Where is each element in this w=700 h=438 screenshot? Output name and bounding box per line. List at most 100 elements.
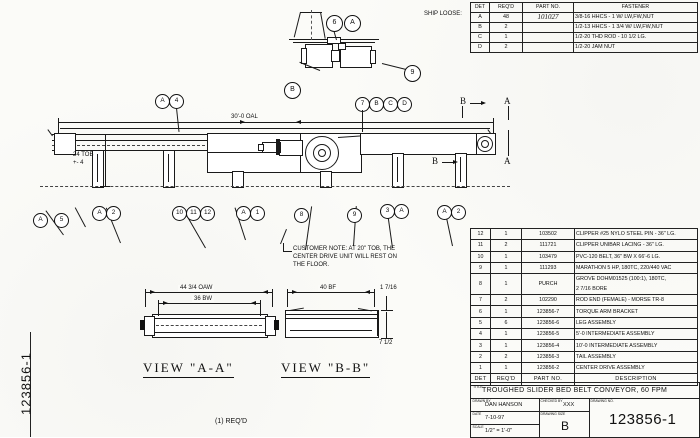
bom-desc-line1: GROVE DOHM01525 (100:1), 180TC, <box>576 276 667 283</box>
gearbox-output <box>331 50 340 62</box>
balloon-row-A4[interactable]: A <box>394 204 409 219</box>
checked-by-value: XXX <box>563 401 575 408</box>
oaw-ext-right <box>272 289 273 307</box>
section-a-line-top <box>508 106 509 120</box>
bf-dim-line <box>287 292 374 293</box>
bb-h1-text: 1 7/16 <box>380 285 397 291</box>
section-mark-b-top: B <box>460 96 467 106</box>
balloon-row-8[interactable]: 8 <box>294 208 309 223</box>
title-block-col-2: CHECKED BY XXX DRAWING SIZE B <box>539 398 590 437</box>
view-aa-shaft-left <box>140 320 145 330</box>
bom-part: 102290 <box>521 294 575 307</box>
balloon-C[interactable]: C <box>383 97 398 112</box>
section-mark-a-bottom: A <box>504 156 511 166</box>
oal-ext-right <box>493 118 494 138</box>
customer-note-line3: THE FLOOR. <box>293 262 330 268</box>
oal-dim-line <box>58 122 493 123</box>
bb-h2-text: 7 1/2 <box>379 340 393 346</box>
balloon-row-A1[interactable]: A <box>33 213 48 228</box>
fastener-row: C 1 1/2-20 THD ROD - 10 1/2 LG. <box>470 32 698 43</box>
bb-h1-tick <box>381 310 393 311</box>
leg-6 <box>455 153 467 188</box>
floor-line <box>40 186 510 187</box>
gearbox-body <box>305 44 333 68</box>
balloon-row-2[interactable]: 2 <box>106 206 121 221</box>
drawn-by-cell: DRAWN BY DAN HANSON <box>471 398 539 412</box>
bom-det: 7 <box>470 294 491 307</box>
balloon-row-11[interactable]: 11 <box>186 206 201 221</box>
bom-part: 103479 <box>521 250 575 263</box>
section-b-line-top <box>462 106 463 118</box>
oal-arrow-left <box>296 119 301 124</box>
balloon-row-A3[interactable]: A <box>236 206 251 221</box>
balloon-top-9[interactable]: 9 <box>404 65 421 82</box>
fastener-row: B 2 1/2-13 HHCS - 1 3/4 W/ LW,FW,NUT <box>470 22 698 33</box>
balloon-A4-a[interactable]: A <box>155 94 170 109</box>
bom-row: 3 1 123856-4 10'-0 INTERMEDIATE ASSEMBLY <box>470 339 698 352</box>
fastener-header-row: DET REQ'D PART NO. FASTENER <box>470 2 698 13</box>
balloon-B2[interactable]: B <box>369 97 384 112</box>
fastener-req: 2 <box>489 22 523 33</box>
bom-det: 6 <box>470 305 491 318</box>
fastener-part <box>522 32 574 43</box>
balloon-row-9[interactable]: 9 <box>347 208 362 223</box>
view-aa-bearing-left <box>144 316 155 336</box>
fastener-header-req: REQ'D <box>489 2 523 13</box>
bom-det: 1 <box>470 361 491 375</box>
fastener-det: D <box>470 42 490 53</box>
balloon-row-A2[interactable]: A <box>92 206 107 221</box>
bill-of-materials-table: 12 1 103502 CLIPPER #25 NYLO STEEL PIN -… <box>470 227 698 386</box>
balloon-row-2b[interactable]: 2 <box>451 205 466 220</box>
leg-6-center <box>460 157 461 182</box>
bom-part: 123856-6 <box>521 316 575 330</box>
title-block-col-1: DRAWN BY DAN HANSON DATE 7-10-97 SCALE 1… <box>471 398 540 437</box>
balloon-top-A[interactable]: A <box>344 15 361 32</box>
bf-ext-left <box>287 289 288 307</box>
bom-det: 12 <box>470 227 491 241</box>
bom-req: 1 <box>490 227 522 241</box>
bom-det: 3 <box>470 339 491 352</box>
balloon-top-B[interactable]: B <box>284 82 301 99</box>
balloon-row-1[interactable]: 1 <box>250 206 265 221</box>
oaw-ext-left <box>145 289 146 307</box>
balloon-row-3[interactable]: 3 <box>380 204 395 219</box>
leg-1 <box>92 150 104 188</box>
motor-conduit-box <box>338 43 346 50</box>
bom-req: 1 <box>490 328 522 341</box>
elev-coupling <box>276 139 280 155</box>
size-label: DRAWING SIZE <box>540 412 566 416</box>
oaw-arrow-l <box>150 289 155 294</box>
bom-part: 103502 <box>521 227 575 241</box>
bom-req: 2 <box>490 350 522 363</box>
leg-1-center <box>97 154 98 182</box>
scale-label: SCALE <box>472 425 484 429</box>
leg-5 <box>392 153 404 188</box>
view-bb-label: VIEW "B-B" <box>281 360 371 378</box>
bom-part: 123856-3 <box>521 350 575 363</box>
tail-housing-left <box>54 133 76 155</box>
view-bb-pan <box>290 330 372 331</box>
oaw-arrow-r <box>263 289 268 294</box>
leg-3 <box>232 171 244 188</box>
balloon-row-12[interactable]: 12 <box>200 206 215 221</box>
bom-row: 11 2 111721 CLIPPER UNIBAR LACING - 36" … <box>470 239 698 252</box>
balloon-D[interactable]: D <box>397 97 412 112</box>
leg-5-center <box>397 157 398 182</box>
tail-pulley-shaft-right <box>481 140 489 148</box>
balloon-A4-4[interactable]: 4 <box>169 94 184 109</box>
section-b-arrow-top <box>470 100 486 105</box>
leader-7bcd <box>362 110 363 132</box>
detail-centerline <box>311 10 312 40</box>
balloon-row-5[interactable]: 5 <box>54 213 69 228</box>
section-mark-b-bottom: B <box>432 156 439 166</box>
balloon-row-10[interactable]: 10 <box>172 206 187 221</box>
view-aa-shaft-right <box>274 320 279 330</box>
bed-perspective-top <box>60 128 490 129</box>
balloon-row-A5[interactable]: A <box>437 205 452 220</box>
bom-desc: CLIPPER UNIBAR LACING - 36" LG. <box>574 239 698 252</box>
fastener-det: B <box>470 22 490 33</box>
fastener-req: 1 <box>489 32 523 43</box>
balloon-top-6[interactable]: 6 <box>326 15 343 32</box>
leg-2 <box>163 150 175 188</box>
drawing-number: 123856-1 <box>609 411 677 428</box>
